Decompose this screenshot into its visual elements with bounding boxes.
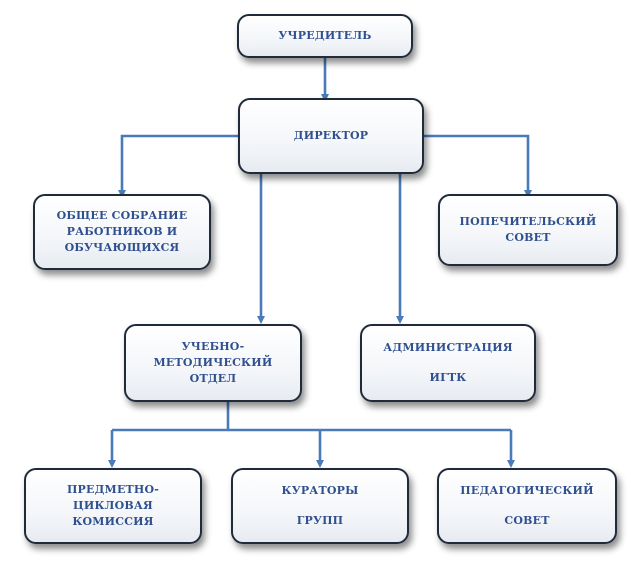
administration-label-1: АДМИНИСТРАЦИЯ	[383, 341, 513, 355]
methodical-dept-box: УЧЕБНО- МЕТОДИЧЕСКИЙ ОТДЕЛ	[124, 324, 302, 402]
pedagogical-council-box: ПЕДАГОГИЧЕСКИЙ СОВЕТ	[437, 468, 617, 544]
director-label: ДИРЕКТОР	[293, 129, 369, 143]
founder-box: УЧРЕДИТЕЛЬ	[237, 14, 413, 58]
administration-box: АДМИНИСТРАЦИЯ ИГТК	[360, 324, 536, 402]
subject-commission-label-2: ЦИКЛОВАЯ	[73, 499, 153, 513]
general-meeting-label-2: РАБОТНИКОВ И	[66, 225, 178, 239]
group-curators-box: КУРАТОРЫ ГРУПП	[231, 468, 409, 544]
founder-label: УЧРЕДИТЕЛЬ	[278, 29, 372, 43]
board-of-trustees-label-2: СОВЕТ	[505, 231, 551, 244]
subject-commission-box: ПРЕДМЕТНО- ЦИКЛОВАЯ КОМИССИЯ	[24, 468, 202, 544]
administration-label-2: ИГТК	[429, 371, 467, 384]
methodical-dept-label-3: ОТДЕЛ	[189, 371, 237, 385]
group-curators-label-1: КУРАТОРЫ	[281, 484, 359, 498]
connector-director-general-meeting	[118, 134, 238, 198]
subject-commission-label-1: ПРЕДМЕТНО-	[66, 483, 160, 497]
general-meeting-box: ОБЩЕЕ СОБРАНИЕ РАБОТНИКОВ И ОБУЧАЮЩИХСЯ	[33, 194, 211, 270]
group-curators-label-2: ГРУПП	[296, 514, 344, 527]
board-of-trustees-label-1: ПОПЕЧИТЕЛЬСКИЙ	[459, 215, 597, 229]
general-meeting-label-3: ОБУЧАЮЩИХСЯ	[64, 240, 180, 254]
general-meeting-label-1: ОБЩЕЕ СОБРАНИЕ	[56, 209, 188, 223]
pedagogical-council-label-2: СОВЕТ	[504, 514, 550, 527]
connector-director-trustees	[424, 134, 532, 198]
pedagogical-council-label-1: ПЕДАГОГИЧЕСКИЙ	[460, 484, 594, 498]
subject-commission-label-3: КОМИССИЯ	[72, 514, 154, 528]
board-of-trustees-box: ПОПЕЧИТЕЛЬСКИЙ СОВЕТ	[438, 194, 618, 266]
methodical-dept-label-2: МЕТОДИЧЕСКИЙ	[153, 356, 273, 370]
methodical-dept-label-1: УЧЕБНО-	[181, 340, 245, 354]
director-box: ДИРЕКТОР	[238, 98, 424, 174]
